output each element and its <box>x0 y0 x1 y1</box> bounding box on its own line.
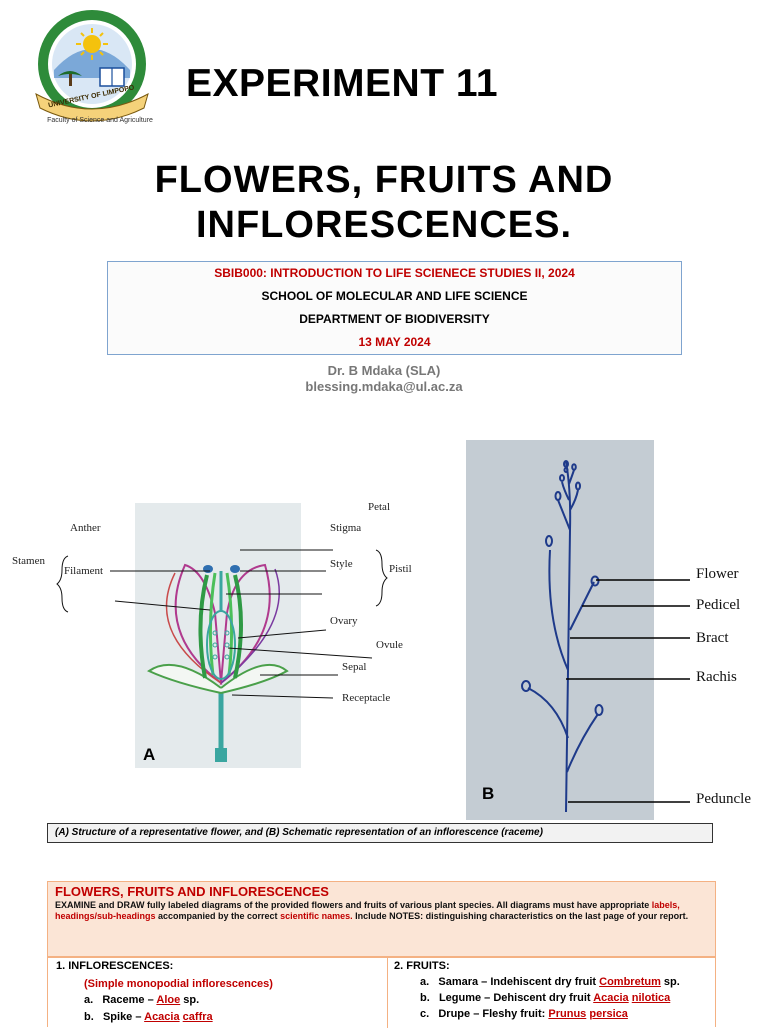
instructions-part-1: EXAMINE and DRAW fully labeled diagrams … <box>55 900 652 910</box>
item-rest: sp. <box>180 994 200 1006</box>
label-stigma: Stigma <box>330 522 362 534</box>
fruits-column: 2. FRUITS: a. Samara – Indehiscent dry f… <box>388 958 717 1028</box>
inflorescences-subheading: (Simple monopodial inflorescences) <box>84 978 273 990</box>
school-line: SCHOOL OF MOLECULAR AND LIFE SCIENCE <box>261 289 528 303</box>
logo-caption: Faculty of Science and Agriculture <box>47 117 153 124</box>
item-marker: b. <box>84 1011 94 1023</box>
figure-a-leader-lines <box>56 549 388 699</box>
instructions-part-3: accompanied by the correct <box>155 911 281 921</box>
university-logo <box>30 8 160 133</box>
date-line: 13 MAY 2024 <box>358 335 431 349</box>
instructions-part-5: Include NOTES: distinguishing characteri… <box>352 911 689 921</box>
item-rest: sp. <box>660 976 680 988</box>
label-peduncle: Peduncle <box>696 791 751 807</box>
list-item: b. Legume – Dehiscent dry fruit Acacia n… <box>420 992 670 1004</box>
label-pistil: Pistil <box>389 563 412 575</box>
instructions-text: EXAMINE and DRAW fully labeled diagrams … <box>55 900 708 922</box>
title-line-1: FLOWERS, FRUITS AND <box>154 159 614 201</box>
item-label: Spike – <box>102 1011 145 1023</box>
label-sepal: Sepal <box>342 661 367 673</box>
scientific-name: Combretum <box>599 976 661 988</box>
scientific-name: Aloe <box>156 994 181 1006</box>
instructions-part-4: scientific names. <box>280 911 353 921</box>
scientific-name: caffra <box>182 1011 213 1023</box>
label-style: Style <box>330 558 353 570</box>
scientific-name: Acacia <box>144 1011 180 1023</box>
title-line-2: INFLORESCENCES. <box>195 204 573 246</box>
course-line: SBIB000: INTRODUCTION TO LIFE SCIENECE S… <box>214 266 575 280</box>
list-item: a. Samara – Indehiscent dry fruit Combre… <box>420 976 680 988</box>
item-marker: b. <box>420 992 430 1004</box>
list-item: b. Spike – Acacia caffra <box>84 1011 213 1023</box>
scientific-name: Prunus <box>548 1008 587 1020</box>
experiment-heading: EXPERIMENT 11 <box>186 62 499 105</box>
specimen-lists: 1. INFLORESCENCES: (Simple monopodial in… <box>47 957 717 1028</box>
figure-b-leader-lines <box>566 579 690 803</box>
instructions-part-2: labels, headings/sub-headings <box>55 900 680 921</box>
author-block: Dr. B Mdaka (SLA) blessing.mdaka@ul.ac.z… <box>0 363 768 395</box>
label-bract: Bract <box>696 630 729 646</box>
label-receptacle: Receptacle <box>342 692 391 704</box>
list-item: a. Raceme – Aloe sp. <box>84 994 199 1006</box>
label-flower: Flower <box>696 566 739 582</box>
instructions-title: FLOWERS, FRUITS AND INFLORESCENCES <box>55 884 329 899</box>
label-pedicel: Pedicel <box>696 597 741 613</box>
fruits-heading: 2. FRUITS: <box>394 960 450 972</box>
item-label: Samara – Indehiscent dry fruit <box>438 976 600 988</box>
figure-caption: (A) Structure of a representative flower… <box>47 823 713 843</box>
page-title: FLOWERS, FRUITS AND INFLORESCENCES. <box>0 158 768 248</box>
scientific-name: nilotica <box>631 992 671 1004</box>
label-petal: Petal <box>368 501 390 513</box>
label-ovule: Ovule <box>376 639 403 651</box>
item-label: Legume – Dehiscent dry fruit <box>438 992 594 1004</box>
tree-icon <box>58 71 82 76</box>
figure-a-letter: A <box>143 745 156 764</box>
label-rachis: Rachis <box>696 669 737 685</box>
flower-structure-figure: A <box>135 503 301 768</box>
inflorescences-column: 1. INFLORESCENCES: (Simple monopodial in… <box>48 958 388 1028</box>
item-label: Drupe – Fleshy fruit: <box>438 1008 549 1020</box>
label-ovary: Ovary <box>330 615 358 627</box>
scientific-name: persica <box>589 1008 628 1020</box>
author-name: Dr. B Mdaka (SLA) <box>327 363 441 378</box>
item-marker: c. <box>420 1008 430 1020</box>
label-stamen: Stamen <box>12 555 45 567</box>
scientific-name: Acacia <box>593 992 629 1004</box>
sun-icon <box>83 35 101 53</box>
inflorescences-heading: 1. INFLORESCENCES: <box>56 960 174 972</box>
raceme-inflorescence-figure: B <box>466 440 654 820</box>
figure-b-letter: B <box>482 784 495 803</box>
item-label: Raceme – <box>102 994 157 1006</box>
author-email: blessing.mdaka@ul.ac.za <box>305 379 463 394</box>
label-filament: Filament <box>64 565 104 577</box>
item-marker: a. <box>420 976 430 988</box>
item-marker: a. <box>84 994 94 1006</box>
instructions-box: FLOWERS, FRUITS AND INFLORESCENCES EXAMI… <box>47 881 716 957</box>
course-info-box: SBIB000: INTRODUCTION TO LIFE SCIENECE S… <box>107 261 682 355</box>
department-line: DEPARTMENT OF BIODIVERSITY <box>299 312 490 326</box>
list-item: c. Drupe – Fleshy fruit: Prunus persica <box>420 1008 628 1020</box>
label-anther: Anther <box>70 522 101 534</box>
